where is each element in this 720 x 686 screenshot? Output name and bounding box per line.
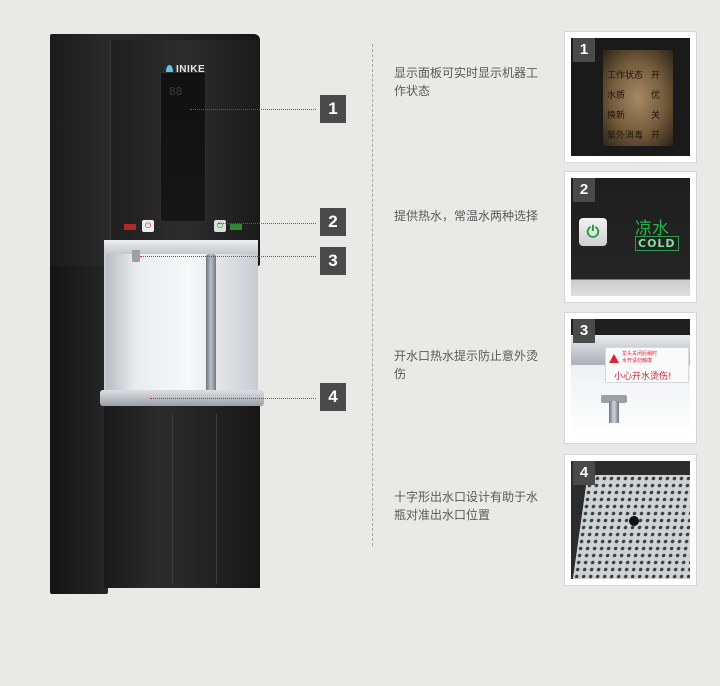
water-tap	[609, 401, 619, 423]
leader-line-4	[150, 398, 316, 399]
warning-label-photo: 龙头关闭后稍时 水开请勿触摸 小心开水烫伤!	[571, 319, 690, 437]
leader-line-2	[218, 223, 316, 224]
button-panel-photo: ⏻ 凉水 COLD	[571, 178, 690, 296]
feature-description-2: 提供热水，常温水两种选择	[394, 209, 539, 223]
hot-water-warning-sticker: 龙头关闭后稍时 水开请勿触摸 小心开水烫伤!	[605, 347, 689, 383]
water-tap	[132, 250, 140, 262]
hot-water-button: ⏻	[142, 220, 154, 232]
cold-water-label	[230, 224, 242, 230]
feature-description-4: 十字形出水口设计有助于水瓶对准出水口位置	[394, 490, 539, 522]
callout-number-1: 1	[320, 95, 346, 123]
status-row: 紫外消毒开	[607, 128, 660, 141]
display-screen: 88	[160, 72, 206, 222]
thumbnail-drip-tray: 4	[565, 455, 696, 585]
status-value: 开	[651, 131, 661, 141]
tap-base	[601, 395, 627, 403]
power-icon: ⏻	[579, 218, 607, 246]
cabinet-seam	[172, 414, 173, 584]
cold-water-button: ⏻	[214, 220, 226, 232]
thumbnail-warning-label: 龙头关闭后稍时 水开请勿触摸 小心开水烫伤! 3	[565, 313, 696, 443]
status-value: 开	[651, 71, 661, 81]
feature-description-1: 显示面板可实时显示机器工作状态	[394, 66, 539, 98]
cold-water-label-cn: 凉水	[635, 219, 669, 239]
warning-small-text: 龙头关闭后稍时 水开请勿触摸	[622, 351, 657, 365]
warning-triangle-icon	[609, 354, 619, 363]
status-display: 工作状态开 水质优 换新关 紫外消毒开	[603, 50, 673, 146]
warning-main-text: 小心开水烫伤!	[614, 372, 672, 382]
thumbnail-button-panel: ⏻ 凉水 COLD 2	[565, 172, 696, 302]
dispenser-lower-cabinet	[104, 406, 260, 588]
cabinet-seam	[216, 414, 217, 584]
thumbnail-number-4: 4	[573, 461, 595, 485]
leader-line-3	[140, 256, 316, 257]
dispensing-niche	[104, 242, 258, 406]
warning-line-2: 水开请勿触摸	[622, 358, 653, 364]
warning-line-1: 龙头关闭后稍时	[622, 351, 658, 357]
drip-tray-grate	[571, 475, 690, 579]
thumbnail-number-2: 2	[573, 178, 595, 202]
leader-line-1	[190, 109, 316, 110]
status-label: 水质	[607, 91, 626, 101]
status-label: 紫外消毒	[607, 131, 644, 141]
status-row: 工作状态开	[607, 68, 660, 81]
callout-number-3: 3	[320, 247, 346, 275]
water-drop-icon	[166, 65, 173, 75]
status-label: 换新	[607, 111, 626, 121]
cross-outlet-hole	[629, 516, 639, 526]
brand-name: INIKE	[176, 64, 206, 75]
niche-top-bar	[104, 240, 258, 254]
display-digits: 88	[169, 85, 183, 98]
feature-description-3: 开水口热水提示防止意外烫伤	[394, 349, 539, 381]
hot-water-label	[124, 224, 136, 230]
status-row: 换新 关	[607, 108, 660, 121]
callout-number-2: 2	[320, 208, 346, 236]
thumbnail-status-panel: 工作状态开 水质优 换新关 紫外消毒开 1	[565, 32, 696, 162]
thumbnail-number-1: 1	[573, 38, 595, 62]
thumbnail-number-3: 3	[573, 319, 595, 343]
vertical-divider	[372, 44, 373, 546]
water-dispenser-image: INIKE 88 ⏻ ⏻	[38, 28, 270, 594]
status-row: 水质 优	[607, 88, 660, 101]
status-value: 优	[651, 91, 661, 101]
status-label: 工作状态	[607, 71, 644, 81]
callout-number-4: 4	[320, 383, 346, 411]
cold-water-label-en: COLD	[635, 236, 679, 251]
level-tube	[206, 254, 216, 394]
status-value: 关	[651, 111, 661, 121]
